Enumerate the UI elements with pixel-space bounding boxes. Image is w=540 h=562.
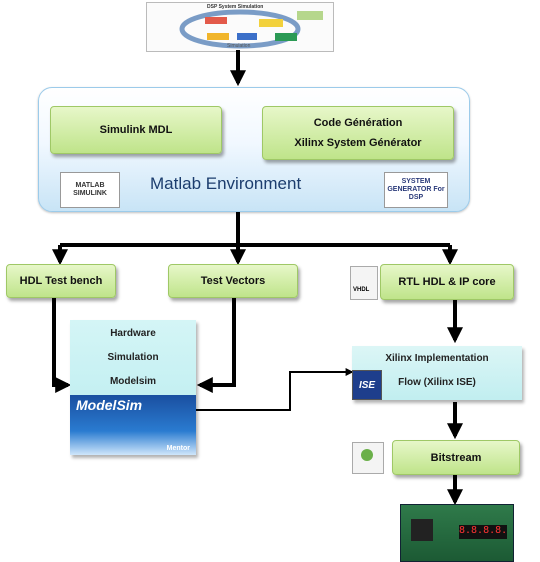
simulation-label: Simulation — [107, 352, 159, 363]
modelsim-banner-maker: Mentor — [166, 445, 190, 452]
bitstream-label: Bitstream — [430, 451, 482, 464]
block-gold — [207, 33, 229, 40]
modelsim-label: Modelsim — [109, 376, 157, 387]
simulink-mdl-box: Simulink MDL — [50, 106, 222, 154]
xilinx-ise-flow-label: Flow (Xilinx ISE) — [398, 377, 476, 388]
block-green — [275, 33, 297, 41]
dsp-simulation-graphic: DSP System Simulation Simulation — [146, 2, 334, 52]
board-7seg-display: 8.8.8.8. — [459, 525, 507, 539]
hdl-test-bench-label: HDL Test bench — [19, 275, 103, 287]
xilinx-implementation-label: Xilinx Implementation — [385, 353, 489, 364]
hardware-label: Hardware — [110, 328, 156, 339]
matlab-simulink-logo: MATLAB SIMULINK — [60, 172, 120, 208]
ise-logo-text: ISE — [358, 379, 376, 391]
vhdl-icon: VHDL — [350, 266, 378, 300]
rtl-hdl-box: RTL HDL & IP core — [380, 264, 514, 300]
arrow-hdl-tb-to-modelsim — [52, 296, 72, 393]
bitstream-box: Bitstream — [392, 440, 520, 475]
bitstream-icon — [352, 442, 384, 474]
modelsim-banner: ModelSim Mentor — [70, 395, 196, 455]
bitstream-icon-disc — [361, 449, 373, 461]
vhdl-icon-label: VHDL — [353, 287, 370, 293]
hdl-test-bench-box: HDL Test bench — [6, 264, 116, 298]
arrow-modelsim-to-ise — [196, 368, 354, 411]
simulink-mdl-label: Simulink MDL — [99, 124, 173, 136]
code-generation-box: Code Génération Xilinx System Générator — [262, 106, 454, 160]
block-blue — [237, 33, 257, 40]
sysgen-logo-text: SYSTEM GENERATOR For DSP — [387, 178, 445, 201]
arrow-vectors-to-modelsim — [196, 296, 236, 393]
fpga-board: 8.8.8.8. — [400, 504, 514, 562]
sim-loop-shape — [179, 9, 301, 49]
test-vectors-box: Test Vectors — [168, 264, 298, 298]
modelsim-banner-title: ModelSim — [76, 397, 143, 413]
system-generator-label: Xilinx System Générator — [294, 137, 422, 149]
dsp-simulation-caption: Simulation — [227, 43, 251, 49]
block-right — [297, 11, 323, 20]
ise-logo: ISE — [352, 370, 382, 400]
block-yellow — [259, 19, 283, 27]
matlab-environment-title: Matlab Environment — [150, 174, 302, 193]
matlab-logo-text: MATLAB SIMULINK — [73, 182, 107, 197]
rtl-hdl-label: RTL HDL & IP core — [398, 276, 496, 288]
code-generation-label: Code Génération — [313, 117, 403, 129]
test-vectors-label: Test Vectors — [200, 275, 266, 287]
block-red — [205, 17, 227, 24]
system-generator-logo: SYSTEM GENERATOR For DSP — [384, 172, 448, 208]
dsp-simulation-title: DSP System Simulation — [207, 4, 264, 10]
board-chip — [411, 519, 433, 541]
